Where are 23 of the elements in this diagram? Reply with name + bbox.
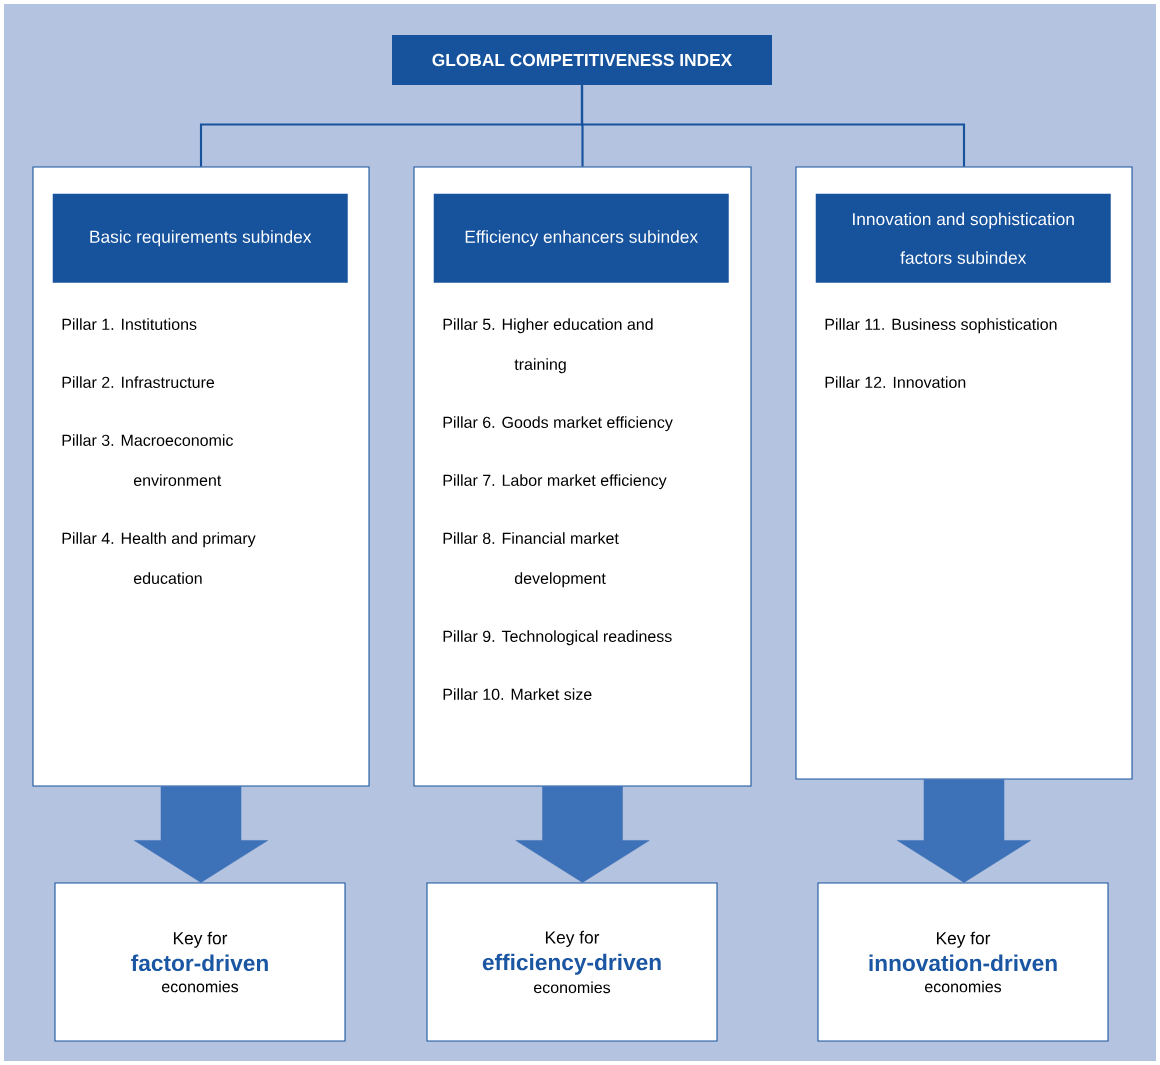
key-box: Key for factor-driven economies: [54, 882, 346, 1042]
subindex-band: Basic requirements subindex: [52, 193, 348, 283]
pillar-item: Pillar 1. Institutions: [62, 318, 197, 330]
pillar-item: Pillar 11. Business sophistication: [825, 318, 1057, 334]
block-arrow: [515, 786, 650, 883]
pillar-item: Pillar 9. Technological readiness: [443, 630, 672, 646]
key-box: Key for innovation-driven economies: [817, 882, 1109, 1042]
subindex-band: Innovation and sophistication factors subindex: [815, 193, 1111, 283]
pillar-item: Pillar 10. Market size: [443, 688, 592, 700]
pillar-item: Pillar 3. Macroeconomic environment: [62, 434, 233, 486]
pillar-item: Pillar 6. Goods market efficiency: [443, 416, 673, 432]
pillar-item: Pillar 12. Innovation: [825, 376, 966, 388]
pillar-item: Pillar 7. Labor market efficiency: [443, 474, 667, 490]
connector-line: [580, 85, 966, 167]
pillar-item: Pillar 2. Infrastructure: [62, 376, 215, 388]
block-arrow: [897, 779, 1031, 883]
pillar-item: Pillar 5. Higher education and training: [443, 318, 653, 374]
key-box: Key for efficiency-driven economies: [426, 882, 718, 1042]
pillar-item: Pillar 4. Health and primary education: [62, 532, 256, 584]
pillar-item: Pillar 8. Financial market development: [443, 532, 619, 588]
subindex-band: Efficiency enhancers subindex: [433, 193, 729, 283]
title-box: GLOBAL COMPETITIVENESS INDEX: [392, 35, 772, 85]
block-arrow: [134, 786, 268, 883]
